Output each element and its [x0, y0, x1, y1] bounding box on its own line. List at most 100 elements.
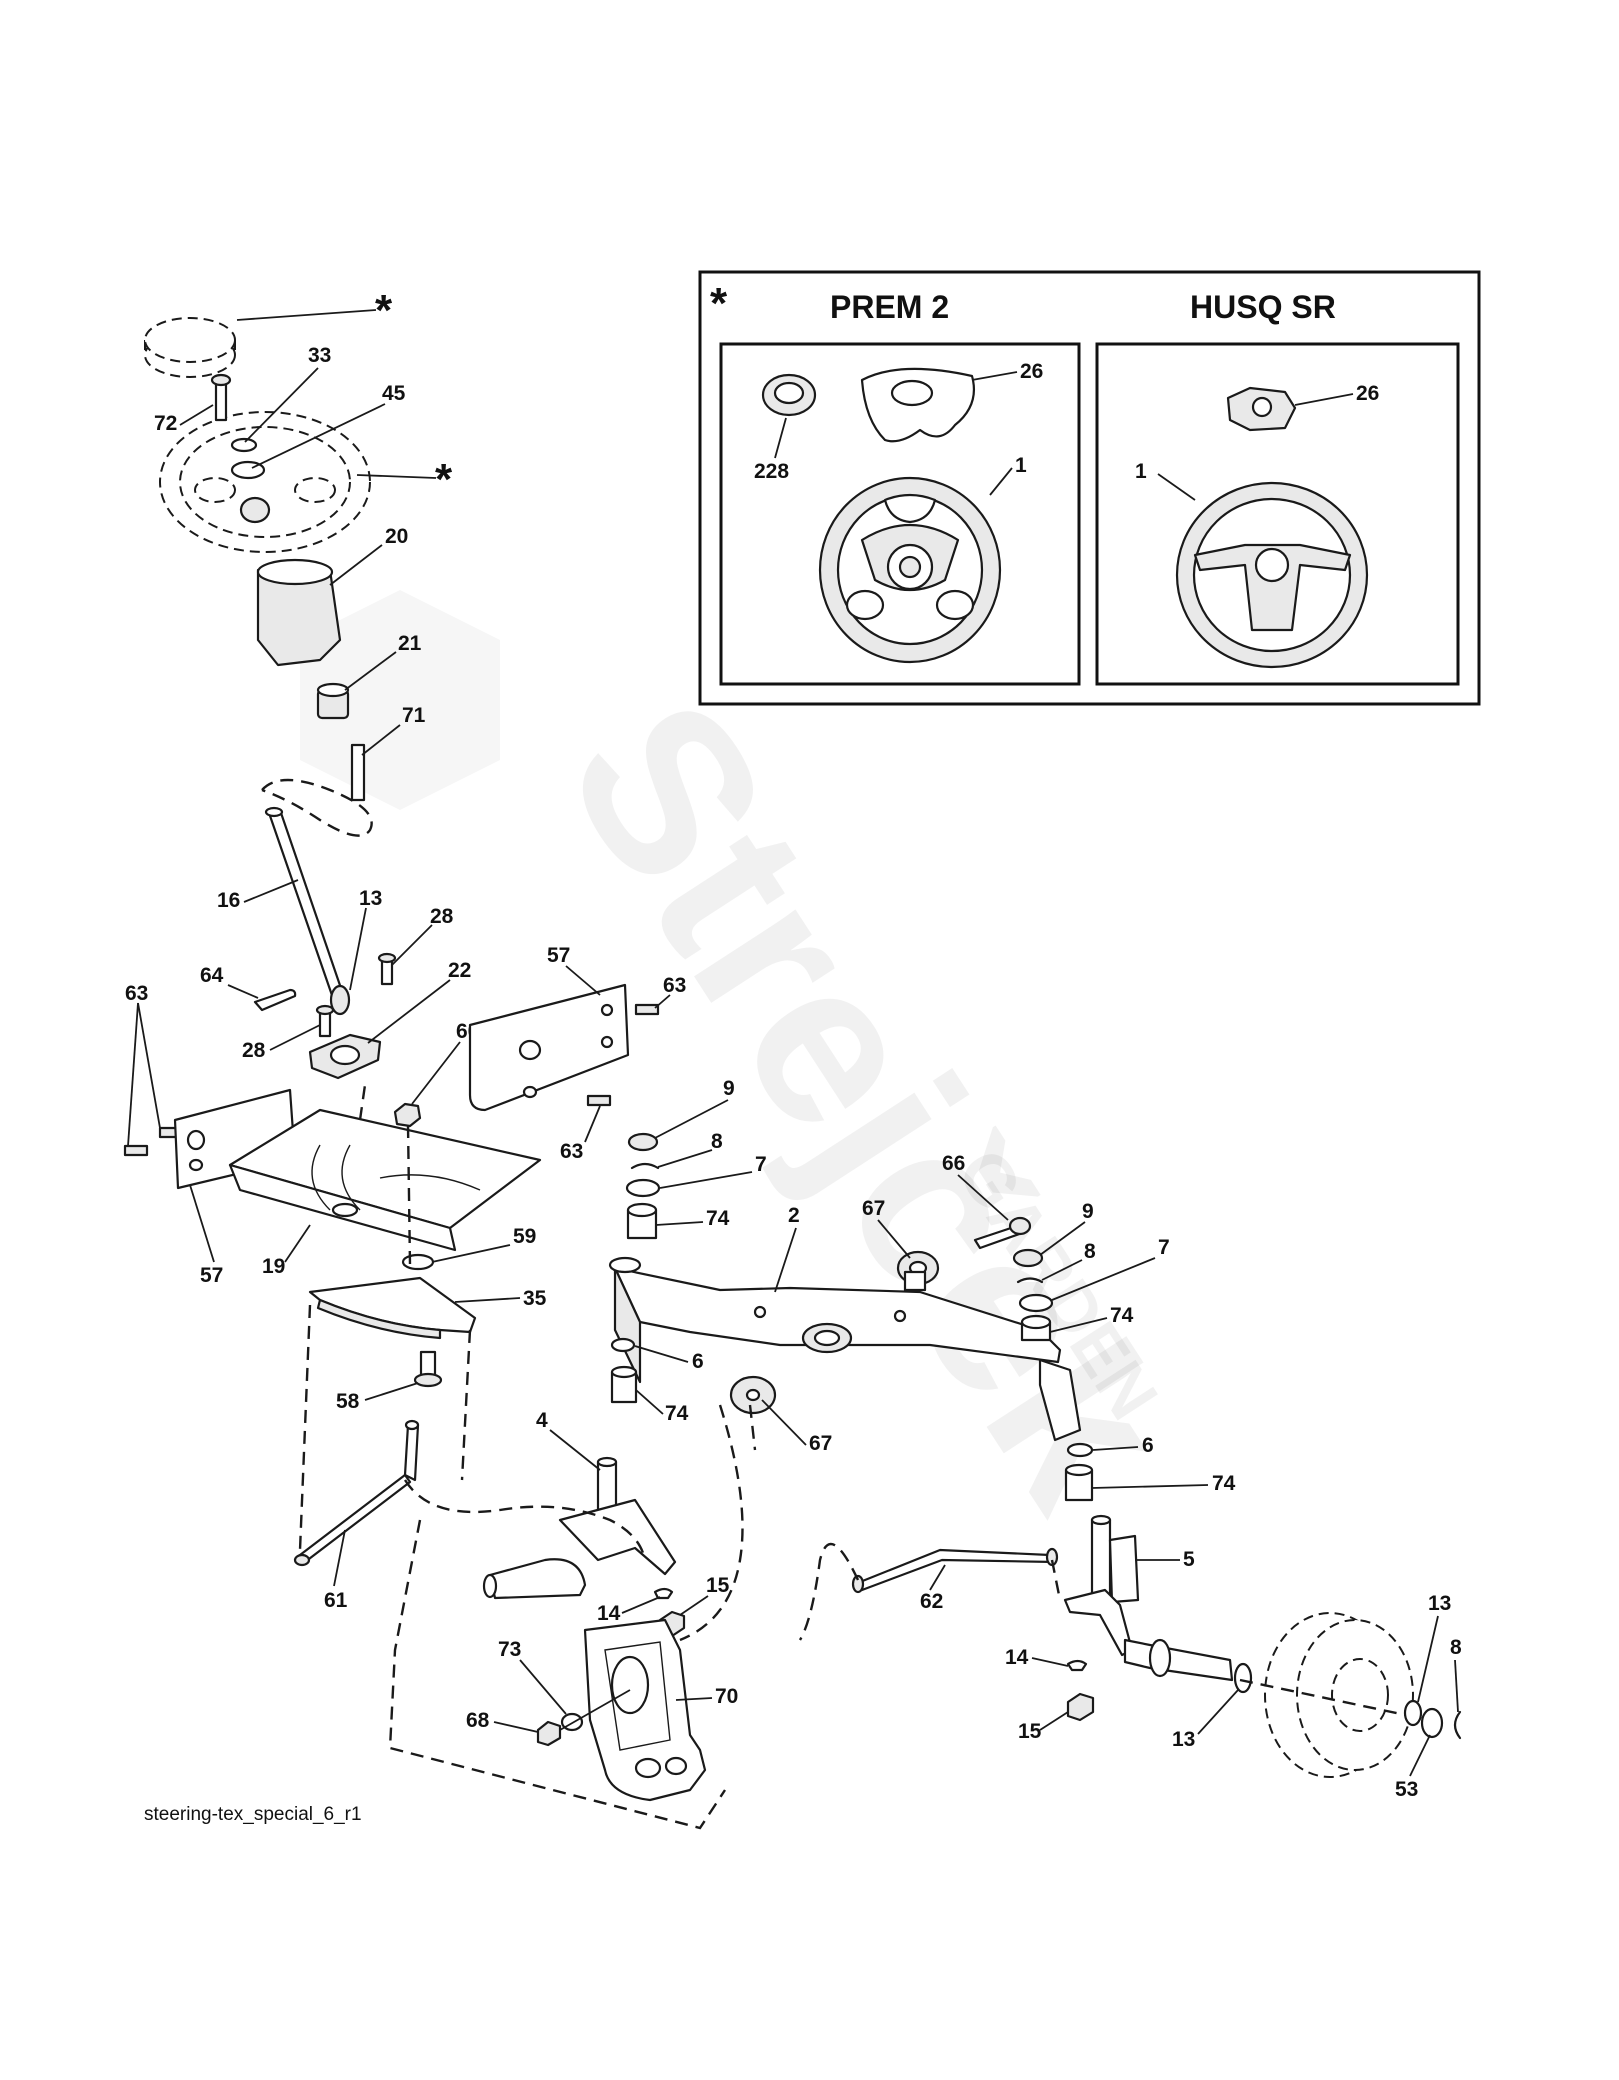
washer-13c	[1403, 1699, 1423, 1727]
callout-57a: 57	[547, 944, 570, 967]
spacer-67a	[896, 1250, 940, 1292]
callout-8c: 8	[1450, 1636, 1462, 1659]
callout-22: 22	[448, 959, 471, 982]
callout-20: 20	[385, 525, 408, 548]
pin-71	[350, 743, 366, 802]
bolt-63-right	[634, 1003, 660, 1016]
callout-15a: 15	[706, 1574, 730, 1597]
callout-61: 61	[324, 1589, 348, 1612]
cap-9b	[1012, 1248, 1044, 1268]
clip-64	[253, 988, 297, 1012]
axle-beam-2	[608, 1256, 1082, 1442]
washer-13b	[1233, 1662, 1253, 1694]
steering-wheel-prem2	[818, 476, 1002, 664]
spindle-4	[482, 1456, 677, 1600]
callout-13a: 13	[359, 887, 382, 910]
mount-plate-19	[228, 1108, 542, 1252]
callout-wheel-star: *	[435, 455, 453, 504]
clip-8a	[630, 1162, 660, 1170]
callout-4: 4	[536, 1409, 548, 1432]
pivot-bolt-66	[973, 1216, 1032, 1250]
callout-7a: 7	[755, 1153, 767, 1176]
callout-67b: 67	[809, 1432, 832, 1455]
bolt-28b	[315, 1004, 335, 1038]
steering-wheel-ghost	[159, 411, 371, 553]
inset-title-husqsr: HUSQ SR	[1190, 289, 1336, 325]
nut-15b	[1066, 1692, 1095, 1722]
clip-8c	[1453, 1710, 1462, 1740]
callout-2: 2	[788, 1204, 800, 1227]
callout-inset-1a: 1	[1015, 454, 1027, 477]
inset-box: * PREM 2 HUSQ SR	[698, 270, 1481, 706]
inset-panel-husqsr: 26 1	[1095, 342, 1460, 686]
callout-63c: 63	[125, 982, 148, 1005]
callout-5: 5	[1183, 1548, 1195, 1571]
callout-74a: 74	[706, 1207, 730, 1230]
callout-72: 72	[154, 412, 177, 435]
callout-74d: 74	[1212, 1472, 1236, 1495]
sector-gear-35	[308, 1276, 477, 1340]
callout-71: 71	[402, 704, 426, 727]
callout-6b: 6	[1142, 1434, 1154, 1457]
washer-59	[401, 1253, 435, 1271]
bushing-74a	[626, 1202, 658, 1240]
washer-33	[230, 437, 258, 453]
callout-inset-1b: 1	[1135, 460, 1147, 483]
callout-35: 35	[523, 1287, 547, 1310]
front-wheel-ghost	[1239, 1612, 1421, 1778]
tie-rod-62	[851, 1547, 1059, 1594]
inset-panel-prem2: 26 228 1	[719, 342, 1081, 686]
callout-45: 45	[382, 382, 406, 405]
cap-9a	[627, 1132, 659, 1152]
callout-28b: 28	[242, 1039, 266, 1062]
callout-33: 33	[308, 344, 331, 367]
callout-6a: 6	[692, 1350, 704, 1373]
callout-8a: 8	[711, 1130, 723, 1153]
steering-shaft-assembly: 16 13 28 28 64 22 60	[123, 806, 686, 1612]
bolt-63-mid	[586, 1094, 612, 1107]
washer-14a	[653, 1587, 674, 1600]
bolt-28a	[377, 952, 397, 986]
washer-7a	[625, 1178, 661, 1198]
shaft-16	[266, 808, 347, 1006]
callout-13c: 13	[1428, 1592, 1451, 1615]
callout-63b: 63	[560, 1140, 583, 1163]
drag-link-61	[293, 1419, 420, 1567]
callout-66: 66	[942, 1152, 965, 1175]
bearing-flange-22	[308, 1033, 382, 1080]
callout-inset-26b: 26	[1356, 382, 1379, 405]
bushing-74c	[1020, 1314, 1052, 1342]
bracket-70	[583, 1618, 707, 1802]
callout-64: 64	[200, 964, 224, 987]
inset-title-prem2: PREM 2	[830, 289, 949, 325]
callout-53: 53	[1395, 1778, 1418, 1801]
gear-21	[316, 682, 350, 720]
steering-wheel-husqsr	[1175, 481, 1369, 669]
pivot-bolt-58	[413, 1350, 443, 1388]
callout-inset-26a: 26	[1020, 360, 1043, 383]
callout-74c: 74	[1110, 1304, 1134, 1327]
front-axle-assembly: 9 8 7 74 2 6	[482, 1077, 1462, 1801]
callout-28a: 28	[430, 905, 454, 928]
bushing-74d	[1064, 1463, 1094, 1502]
callout-8b: 8	[1084, 1240, 1096, 1263]
callout-74b: 74	[665, 1402, 689, 1425]
column-cover-20	[256, 558, 342, 667]
callout-14a: 14	[597, 1602, 621, 1625]
bolt-72	[210, 373, 232, 422]
callout-73: 73	[498, 1638, 521, 1661]
clip-8b	[1016, 1277, 1044, 1284]
callout-15b: 15	[1018, 1720, 1042, 1743]
callout-16: 16	[217, 889, 240, 912]
callout-62: 62	[920, 1590, 943, 1613]
callout-14b: 14	[1005, 1646, 1029, 1669]
washer-14b	[1066, 1659, 1088, 1672]
steering-wheel-assembly: * * 33 45 72 20	[144, 286, 453, 837]
nut-60	[393, 1102, 422, 1128]
washer-53	[1420, 1707, 1444, 1739]
callout-inset-228: 228	[754, 460, 789, 483]
callout-19: 19	[262, 1255, 285, 1278]
washer-7b	[1018, 1293, 1054, 1313]
callout-58: 58	[336, 1390, 360, 1413]
